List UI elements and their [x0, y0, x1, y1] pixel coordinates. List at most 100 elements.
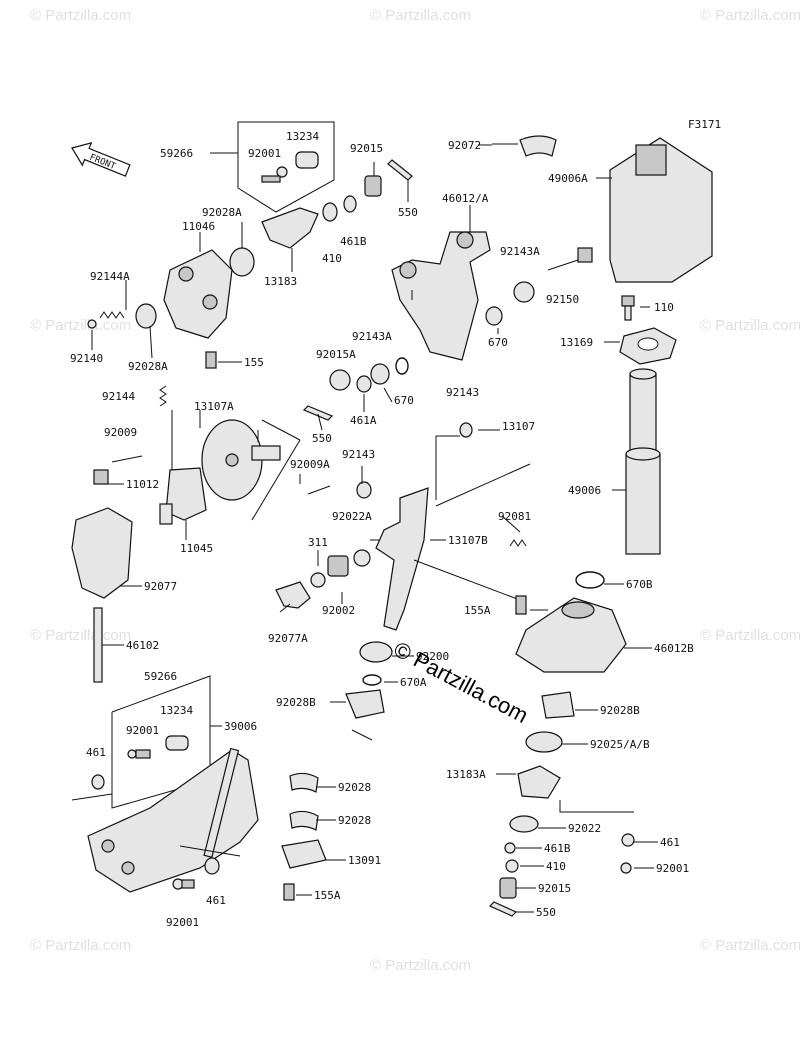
part-labels: 59266 13234 92001 92015 92072 49006A 920…	[70, 130, 694, 929]
svg-text:© Partzilla.com: © Partzilla.com	[700, 937, 800, 954]
label-461-right: 461	[660, 836, 680, 849]
front-arrow-icon: FRONT	[71, 141, 131, 177]
label-13169: 13169	[560, 336, 593, 349]
label-92028a-lower: 92028A	[128, 360, 168, 373]
label-92143-left: 92143	[342, 448, 375, 461]
label-92015-lower: 92015	[538, 882, 571, 895]
oring-670b	[575, 571, 605, 589]
label-92002: 92002	[322, 604, 355, 617]
label-550-mid: 550	[312, 432, 332, 445]
label-49006a: 49006A	[548, 172, 588, 185]
cover-49006a	[596, 137, 713, 283]
label-13107: 13107	[502, 420, 535, 433]
bracket-46012a	[391, 205, 593, 361]
label-461a: 461A	[350, 414, 377, 427]
label-13183: 13183	[264, 275, 297, 288]
label-92001-lower: 92001	[126, 724, 159, 737]
label-670-right: 670	[488, 336, 508, 349]
label-92143a: 92143A	[500, 245, 540, 258]
label-59266: 59266	[160, 147, 193, 160]
label-670a: 670A	[400, 676, 427, 689]
label-461-bottom: 461	[206, 894, 226, 907]
label-461-left: 461	[86, 746, 106, 759]
label-461b: 461B	[340, 235, 367, 248]
label-92009: 92009	[104, 426, 137, 439]
watermark-tiles: © Partzilla.com © Partzilla.com © Partzi…	[30, 7, 800, 974]
label-92150: 92150	[546, 293, 579, 306]
label-92028a: 92028A	[202, 206, 242, 219]
label-92144a: 92144A	[90, 270, 130, 283]
gasket-13169	[619, 327, 677, 365]
diagram-code: F3171	[688, 118, 721, 131]
label-11046: 11046	[182, 220, 215, 233]
label-92022a: 92022A	[332, 510, 372, 523]
label-461b-lower: 461B	[544, 842, 571, 855]
label-155a-right: 155A	[464, 604, 491, 617]
label-92001: 92001	[248, 147, 281, 160]
label-11045: 11045	[180, 542, 213, 555]
top-left-cluster	[87, 121, 413, 369]
label-155a-lower: 155A	[314, 889, 341, 902]
label-311: 311	[308, 536, 328, 549]
label-670-mid: 670	[394, 394, 414, 407]
label-92028b-left: 92028B	[276, 696, 316, 709]
label-13107b: 13107B	[448, 534, 488, 547]
middle-parts	[199, 357, 531, 741]
label-92015a: 92015A	[316, 348, 356, 361]
label-92015: 92015	[350, 142, 383, 155]
label-13234: 13234	[286, 130, 319, 143]
bolt-110	[621, 295, 635, 321]
label-92022: 92022	[568, 822, 601, 835]
label-92200: 92200	[416, 650, 449, 663]
label-92028-1: 92028	[338, 781, 371, 794]
svg-text:© Partzilla.com: © Partzilla.com	[370, 7, 471, 24]
label-92081: 92081	[498, 510, 531, 523]
label-13107a: 13107A	[194, 400, 234, 413]
svg-text:© Partzilla.com: © Partzilla.com	[370, 957, 471, 974]
svg-text:© Partzilla.com: © Partzilla.com	[700, 627, 800, 644]
svg-text:© Partzilla.com: © Partzilla.com	[700, 317, 800, 334]
label-92144: 92144	[102, 390, 135, 403]
label-13091: 13091	[348, 854, 381, 867]
svg-text:© Partzilla.com: © Partzilla.com	[30, 627, 131, 644]
label-59266-lower: 59266	[144, 670, 177, 683]
svg-text:© Partzilla.com: © Partzilla.com	[30, 937, 131, 954]
label-670b: 670B	[626, 578, 653, 591]
label-92001-bottom: 92001	[166, 916, 199, 929]
label-13234-lower: 13234	[160, 704, 193, 717]
shaft-49006	[625, 368, 661, 555]
label-410: 410	[322, 252, 342, 265]
label-46012b: 46012B	[654, 642, 694, 655]
label-92025: 92025/A/B	[590, 738, 650, 751]
label-410-lower: 410	[546, 860, 566, 873]
svg-text:© Partzilla.com: © Partzilla.com	[30, 317, 131, 334]
label-92077: 92077	[144, 580, 177, 593]
label-92143a-mid: 92143A	[352, 330, 392, 343]
lower-middle-parts	[281, 772, 327, 901]
svg-text:© Partzilla.com: © Partzilla.com	[30, 7, 131, 24]
label-13183a: 13183A	[446, 768, 486, 781]
label-155: 155	[244, 356, 264, 369]
label-92028-2: 92028	[338, 814, 371, 827]
label-92143-mid: 92143	[446, 386, 479, 399]
label-11012: 11012	[126, 478, 159, 491]
label-92077a: 92077A	[268, 632, 308, 645]
label-92009a: 92009A	[290, 458, 330, 471]
lower-left-parts	[71, 675, 259, 893]
label-39006: 39006	[224, 720, 257, 733]
left-parts	[71, 385, 207, 683]
label-92072: 92072	[448, 139, 481, 152]
label-49006: 49006	[568, 484, 601, 497]
label-92028b-right: 92028B	[600, 704, 640, 717]
label-46012a: 46012/A	[442, 192, 489, 205]
label-46102: 46102	[126, 639, 159, 652]
leader-lines	[91, 144, 658, 913]
label-92140: 92140	[70, 352, 103, 365]
clip-92072	[492, 135, 557, 157]
label-92001-right: 92001	[656, 862, 689, 875]
label-550-lower: 550	[536, 906, 556, 919]
label-110: 110	[654, 301, 674, 314]
svg-text:© Partzilla.com: © Partzilla.com	[700, 7, 800, 24]
label-550: 550	[398, 206, 418, 219]
